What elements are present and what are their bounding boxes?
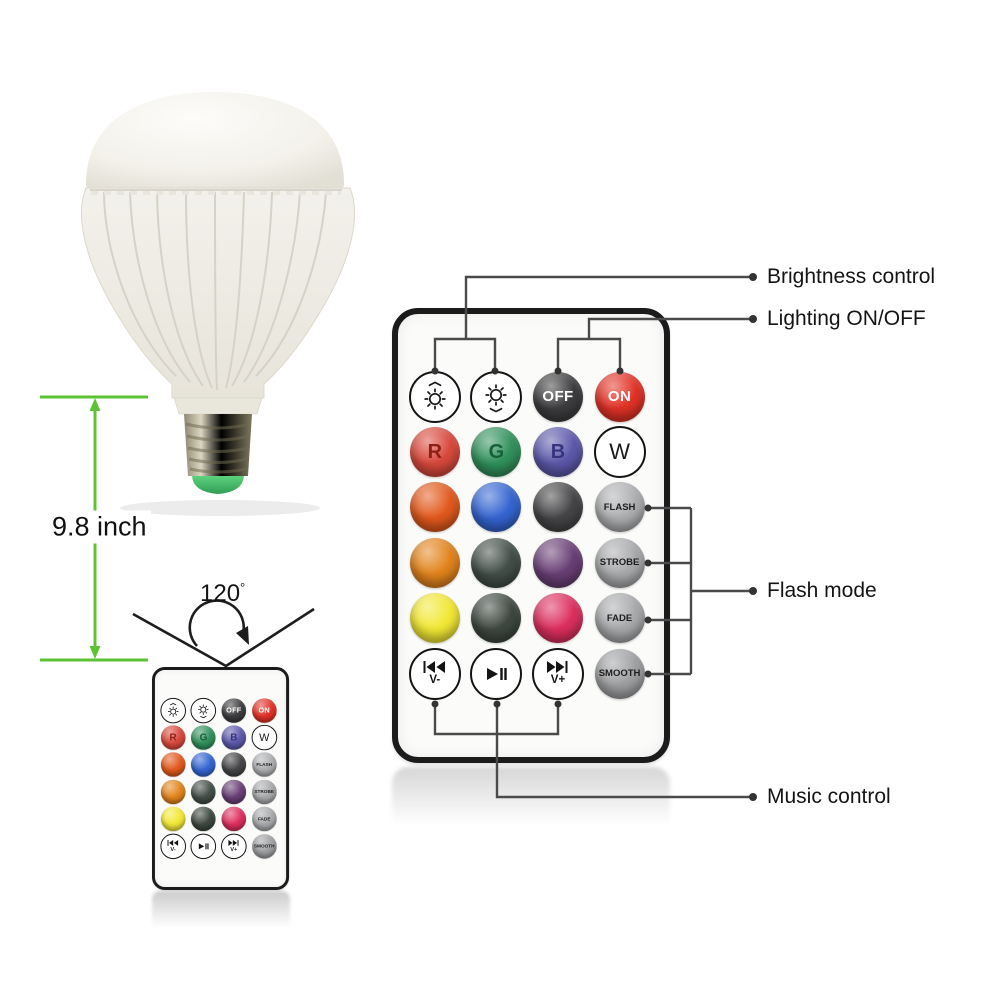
bulb-contact-tip (192, 476, 244, 494)
remote-button-off[interactable]: OFF (532, 371, 583, 422)
remote-button-play-pause[interactable] (470, 647, 523, 700)
remote-button-brightness-down[interactable] (470, 370, 523, 423)
remote-button-next-volume-up[interactable]: V+ (221, 833, 247, 859)
remote-button-smooth[interactable]: SMOOTH (594, 648, 645, 699)
remote-button-green[interactable]: G (191, 725, 216, 750)
remote-button-red[interactable]: R (409, 427, 460, 478)
remote-button-red[interactable]: R (160, 725, 186, 750)
remote-button-color-yellow[interactable] (409, 593, 460, 644)
remote-button-color-purple[interactable] (532, 537, 583, 588)
led-bulb-photo (81, 92, 355, 516)
bulb-collar (173, 397, 263, 415)
remote-button-color-orange[interactable] (160, 779, 186, 805)
remote-button-color-dark-green[interactable] (191, 806, 216, 832)
remote-button-color-dark-slate[interactable] (471, 537, 522, 588)
remote-button-strobe[interactable]: STROBE (251, 779, 277, 805)
small-remote-reflection (152, 891, 290, 937)
sun-brightness-down-icon (198, 704, 209, 719)
bulb-dome (86, 92, 344, 190)
remote-control: OFF ON R G B W FLASH (392, 308, 670, 763)
remote-button-color-royal-blue[interactable] (471, 482, 522, 533)
bulb-screw-base (184, 414, 252, 476)
remote-button-color-dark-green[interactable] (471, 593, 522, 644)
remote-button-previous-volume-down[interactable]: V- (408, 647, 461, 700)
beam-angle-lines (132, 599, 315, 668)
remote-button-color-purple[interactable] (221, 779, 247, 805)
remote-button-white[interactable]: W (251, 724, 278, 751)
remote-button-blue[interactable]: B (532, 427, 583, 478)
sun-brightness-up-icon (167, 702, 179, 717)
beam-angle-arrowhead (236, 626, 249, 645)
remote-button-on[interactable]: ON (251, 698, 277, 723)
remote-button-smooth[interactable]: SMOOTH (251, 833, 277, 859)
measure-arrow-down (89, 646, 101, 659)
remote-button-play-pause[interactable] (190, 833, 217, 859)
remote-button-color-charcoal[interactable] (532, 482, 583, 533)
remote-reflection (392, 767, 670, 839)
bulb-ribs (103, 191, 327, 391)
label-music-control: Music control (767, 785, 891, 808)
previous-track-icon (423, 661, 445, 674)
remote-button-grid: OFF ON R G B W FLASH (404, 369, 650, 701)
previous-track-icon (167, 840, 179, 847)
bulb-floor-shadow (120, 500, 320, 516)
remote-button-previous-volume-down[interactable]: V- (160, 833, 186, 859)
remote-button-next-volume-up[interactable]: V+ (531, 647, 584, 700)
remote-button-color-crimson[interactable] (532, 593, 583, 644)
bulb-ribbed-body (81, 187, 355, 399)
remote-button-brightness-up[interactable] (408, 370, 461, 423)
remote-button-on[interactable]: ON (594, 371, 645, 422)
label-flash-mode: Flash mode (767, 579, 877, 602)
label-brightness-control: Brightness control (767, 265, 936, 288)
remote-button-color-crimson[interactable] (221, 806, 247, 832)
remote-button-brightness-up[interactable] (160, 697, 186, 724)
remote-button-color-charcoal[interactable] (221, 752, 247, 777)
label-beam-angle: 120° (200, 580, 246, 607)
remote-button-flash[interactable]: FLASH (251, 752, 277, 777)
remote-button-color-orange-red[interactable] (160, 752, 186, 777)
remote-button-brightness-down[interactable] (190, 697, 217, 724)
sun-brightness-up-icon (424, 381, 446, 410)
next-track-icon (546, 661, 568, 674)
remote-button-flash[interactable]: FLASH (594, 482, 645, 533)
remote-button-blue[interactable]: B (221, 725, 247, 750)
remote-button-color-yellow[interactable] (160, 806, 186, 832)
label-lighting-on-off: Lighting ON/OFF (767, 307, 926, 330)
remote-button-color-dark-slate[interactable] (191, 779, 216, 805)
remote-button-white[interactable]: W (593, 426, 646, 479)
label-bulb-height: 9.8 inch (48, 510, 151, 544)
sun-brightness-down-icon (485, 383, 508, 413)
remote-button-fade[interactable]: FADE (594, 593, 645, 644)
next-track-icon (228, 840, 239, 847)
bulb-screw-threads (185, 422, 251, 474)
play-pause-icon (487, 667, 508, 680)
remote-button-fade[interactable]: FADE (251, 806, 277, 832)
remote-button-color-orange-red[interactable] (409, 482, 460, 533)
remote-button-strobe[interactable]: STROBE (594, 537, 645, 588)
remote-button-grid: OFF ON R G B W FLASH (158, 697, 279, 860)
remote-button-color-orange[interactable] (409, 537, 460, 588)
play-pause-icon (199, 843, 209, 850)
remote-button-off[interactable]: OFF (221, 698, 247, 723)
remote-button-green[interactable]: G (471, 427, 522, 478)
remote-button-color-royal-blue[interactable] (191, 752, 216, 777)
remote-control-small: OFF ON R G B W FLASH (152, 667, 290, 890)
